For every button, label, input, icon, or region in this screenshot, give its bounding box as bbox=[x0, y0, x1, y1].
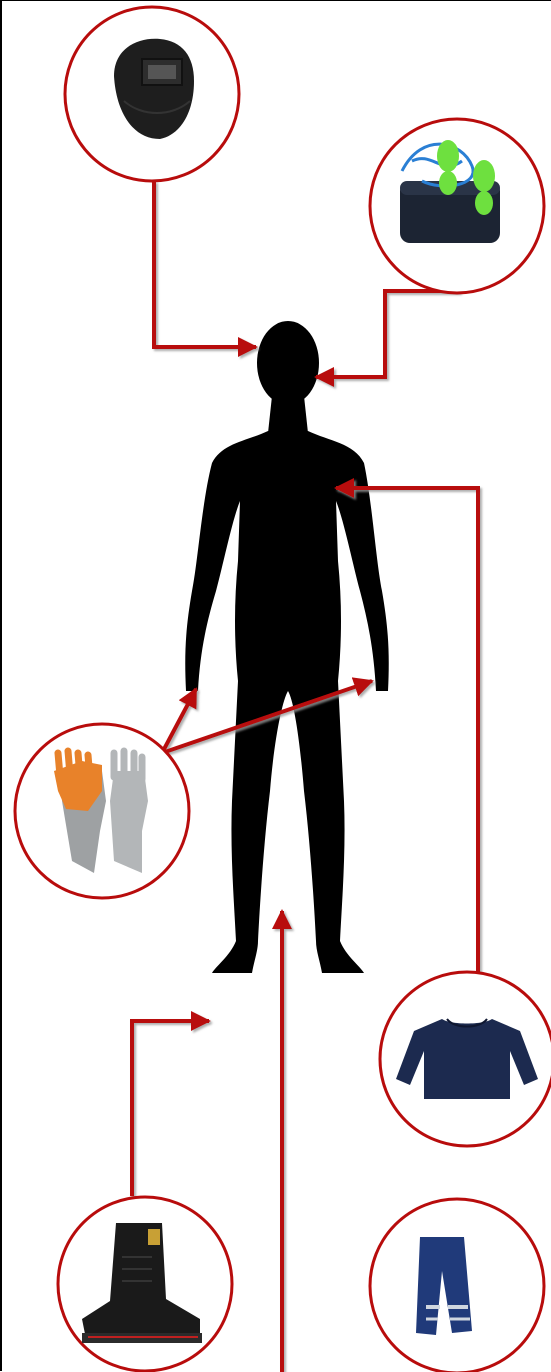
human-silhouette bbox=[185, 321, 389, 973]
earplug-arrow bbox=[316, 291, 460, 377]
helmet-arrow bbox=[154, 181, 256, 347]
boot-arrow bbox=[132, 1021, 209, 1196]
